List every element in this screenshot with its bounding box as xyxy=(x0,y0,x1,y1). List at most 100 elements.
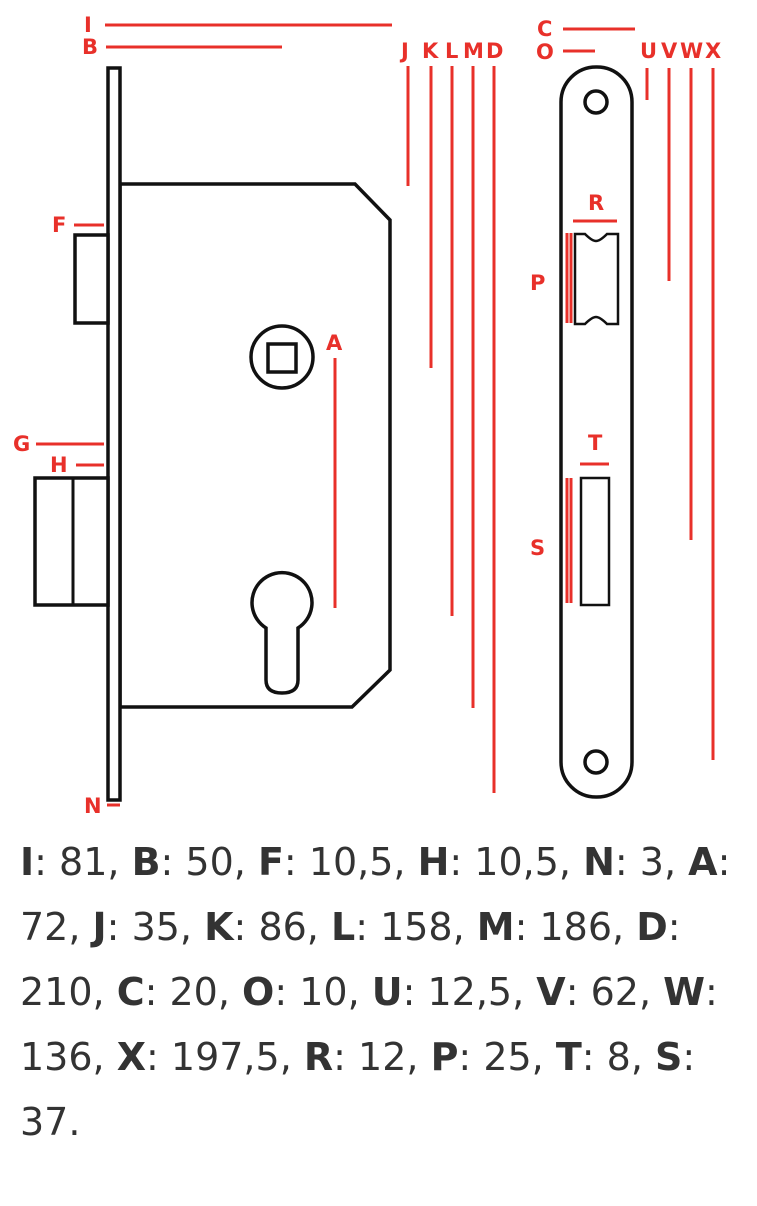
dimension-key: H xyxy=(417,840,450,884)
dimension-value: 12,5 xyxy=(427,970,513,1014)
dimension-entry: A: 72, xyxy=(20,840,731,949)
dimension-value: 158 xyxy=(380,905,453,949)
cylinder-keyhole xyxy=(250,570,314,695)
faceplate xyxy=(106,66,122,802)
dimension-value: 10 xyxy=(299,970,348,1014)
label-W: W xyxy=(680,39,703,63)
dimension-entry: M: 186, xyxy=(476,905,637,949)
label-F: F xyxy=(52,213,66,237)
latch-slot xyxy=(573,232,620,326)
dimension-labels: I B F A G H N J K L M D C O U V W X R P … xyxy=(13,13,721,818)
dimension-key: R xyxy=(303,1035,334,1079)
dimension-key: X xyxy=(116,1035,147,1079)
label-G: G xyxy=(13,432,30,456)
dimension-lines xyxy=(36,23,715,807)
dimension-value: 136 xyxy=(20,1035,93,1079)
dimension-value: 86 xyxy=(258,905,307,949)
dimension-key: K xyxy=(204,905,234,949)
dimension-key: V xyxy=(536,970,566,1014)
label-B: B xyxy=(82,35,98,59)
label-N: N xyxy=(84,794,102,818)
label-H: H xyxy=(50,453,68,477)
dimension-key: F xyxy=(257,840,284,884)
dimension-value: 20 xyxy=(169,970,218,1014)
dimension-key: D xyxy=(636,905,668,949)
label-D: D xyxy=(486,39,503,63)
label-V: V xyxy=(661,39,678,63)
label-A: A xyxy=(326,331,343,355)
dimension-value: 12 xyxy=(358,1035,407,1079)
dimension-value: 50 xyxy=(185,840,234,884)
dimension-value: 62 xyxy=(590,970,639,1014)
label-C: C xyxy=(537,17,552,41)
dimension-entry: T: 8, xyxy=(555,1035,656,1079)
label-S: S xyxy=(530,536,545,560)
label-M: M xyxy=(463,39,484,63)
bolt-slot xyxy=(579,476,611,607)
dimension-value: 25 xyxy=(483,1035,532,1079)
dimension-entry: H: 10,5, xyxy=(417,840,584,884)
dimension-key: J xyxy=(92,905,107,949)
dimension-entry: N: 3, xyxy=(583,840,689,884)
label-P: P xyxy=(530,271,545,295)
dimension-value: 3 xyxy=(639,840,664,884)
dimension-entry: I: 81, xyxy=(20,840,132,884)
label-O: O xyxy=(536,40,554,64)
label-X: X xyxy=(705,39,721,63)
dimension-key: S xyxy=(655,1035,683,1079)
dimension-value: 81 xyxy=(59,840,108,884)
dimension-key: O xyxy=(242,970,275,1014)
dimension-key: N xyxy=(583,840,615,884)
dimension-value: 35 xyxy=(131,905,180,949)
label-U: U xyxy=(640,39,657,63)
label-L: L xyxy=(445,39,458,63)
dimension-value: 10,5 xyxy=(308,840,394,884)
label-K: K xyxy=(422,39,439,63)
dimension-value: 210 xyxy=(20,970,93,1014)
dimension-value: 197,5 xyxy=(170,1035,280,1079)
dimension-key: C xyxy=(116,970,145,1014)
dimension-value: 186 xyxy=(539,905,613,949)
lock-body-side-view xyxy=(33,66,392,802)
dimension-entry: K: 86, xyxy=(204,905,331,949)
dimension-key: W xyxy=(663,970,706,1014)
dimension-value: 72 xyxy=(20,905,69,949)
dimension-entry: D: 210, xyxy=(20,905,681,1014)
strike-plate xyxy=(559,65,634,799)
dimension-entry: J: 35, xyxy=(92,905,205,949)
dimension-entry: F: 10,5, xyxy=(257,840,418,884)
dimension-key: I xyxy=(20,840,35,884)
dimension-key: U xyxy=(371,970,403,1014)
dimension-value: 10,5 xyxy=(474,840,559,884)
dimension-value: 8 xyxy=(606,1035,631,1079)
dimension-entry: U: 12,5, xyxy=(371,970,537,1014)
spindle-square xyxy=(266,342,298,374)
screw-hole-top xyxy=(583,89,609,115)
dimension-entry: V: 62, xyxy=(536,970,664,1014)
dimension-entry: C: 20, xyxy=(116,970,243,1014)
dimension-key: B xyxy=(131,840,161,884)
dimension-key: M xyxy=(476,905,515,949)
dimension-entry: X: 197,5, xyxy=(116,1035,304,1079)
latch xyxy=(73,233,110,325)
dimension-entry: L: 158, xyxy=(330,905,477,949)
dimension-key: P xyxy=(430,1035,459,1079)
dimension-key: L xyxy=(330,905,356,949)
dimension-entry: S: 37. xyxy=(20,1035,696,1144)
dimension-key: T xyxy=(555,1035,582,1079)
label-R: R xyxy=(588,191,604,215)
label-I: I xyxy=(84,13,92,37)
label-J: J xyxy=(399,39,409,63)
dimension-entry: W: 136, xyxy=(20,970,718,1079)
dimension-entry: P: 25, xyxy=(430,1035,556,1079)
dimension-key: A xyxy=(688,840,718,884)
dimension-entry: O: 10, xyxy=(242,970,372,1014)
dimension-entry: R: 12, xyxy=(303,1035,431,1079)
dimension-value: 37 xyxy=(20,1100,69,1144)
mortice-lock-diagram: I B F A G H N J K L M D C O U V W X R P … xyxy=(13,13,721,818)
lock-case xyxy=(118,182,392,709)
dimensions-legend: I: 81, B: 50, F: 10,5, H: 10,5, N: 3, A:… xyxy=(20,830,745,1155)
label-T: T xyxy=(588,431,603,455)
screw-hole-bottom xyxy=(583,749,609,775)
dimension-entry: B: 50, xyxy=(131,840,258,884)
